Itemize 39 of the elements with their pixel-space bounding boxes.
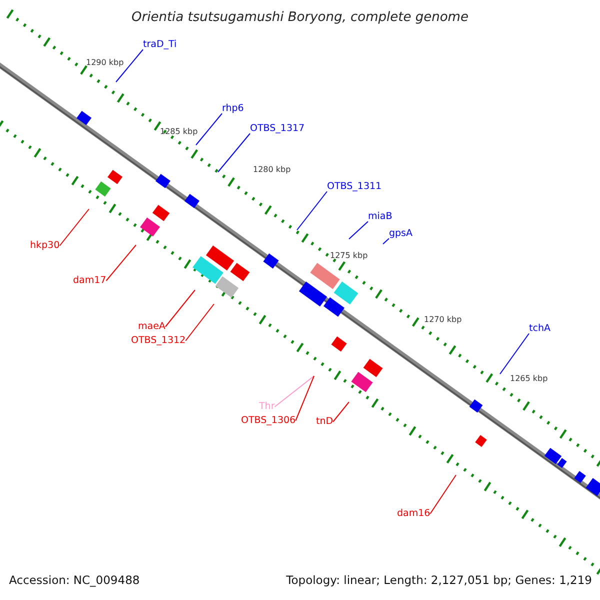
leader-line bbox=[164, 290, 196, 328]
gene-label: dam16 bbox=[397, 509, 430, 518]
gene-label: dam17 bbox=[73, 276, 106, 286]
leader-line bbox=[196, 113, 222, 146]
genome-summary-text: Topology: linear; Length: 2,127,051 bp; Genes: 1,219 bbox=[286, 575, 592, 586]
gene-label: miaB bbox=[368, 212, 392, 222]
leader-line bbox=[500, 333, 530, 374]
scale-tick-label: 1280 kbp bbox=[253, 166, 291, 174]
leader-line bbox=[348, 221, 368, 240]
accession-text: Accession: NC_009488 bbox=[9, 575, 140, 586]
gene-label: tnD bbox=[316, 417, 334, 426]
leader-line bbox=[295, 376, 314, 422]
leader-line bbox=[106, 244, 136, 282]
gene-label: OTBS_1312 bbox=[131, 336, 186, 346]
gene-label: OTBS_1317 bbox=[250, 124, 305, 134]
scale-tick-label: 1285 kbp bbox=[160, 128, 198, 136]
gene-label: hkp30 bbox=[30, 241, 60, 250]
leader-line bbox=[382, 238, 390, 244]
scale-tick-label: 1265 kbp bbox=[510, 375, 548, 383]
gene-label: Thr bbox=[259, 402, 275, 412]
gene-label: maeA bbox=[138, 322, 166, 332]
leader-line bbox=[296, 191, 328, 230]
leader-line bbox=[430, 474, 456, 514]
gene-label: traD_Ti bbox=[143, 40, 177, 50]
leader-line bbox=[218, 133, 250, 172]
gene-label: gpsA bbox=[389, 229, 413, 238]
leader-line bbox=[116, 49, 144, 82]
leader-line bbox=[59, 208, 90, 246]
scale-tick-label: 1275 kbp bbox=[330, 252, 368, 260]
gene-label: rhp6 bbox=[222, 104, 244, 114]
scale-tick-label: 1270 kbp bbox=[424, 316, 462, 324]
gene-label: OTBS_1306 bbox=[241, 416, 296, 426]
scale-tick-label: 1290 kbp bbox=[86, 59, 124, 67]
gene-label: tchA bbox=[529, 324, 550, 334]
leader-line bbox=[274, 376, 314, 408]
title: Orientia tsutsugamushi Boryong, complete genome bbox=[130, 11, 470, 24]
gene-label: OTBS_1311 bbox=[327, 182, 382, 192]
leader-line bbox=[332, 402, 350, 422]
leader-line bbox=[185, 304, 214, 342]
